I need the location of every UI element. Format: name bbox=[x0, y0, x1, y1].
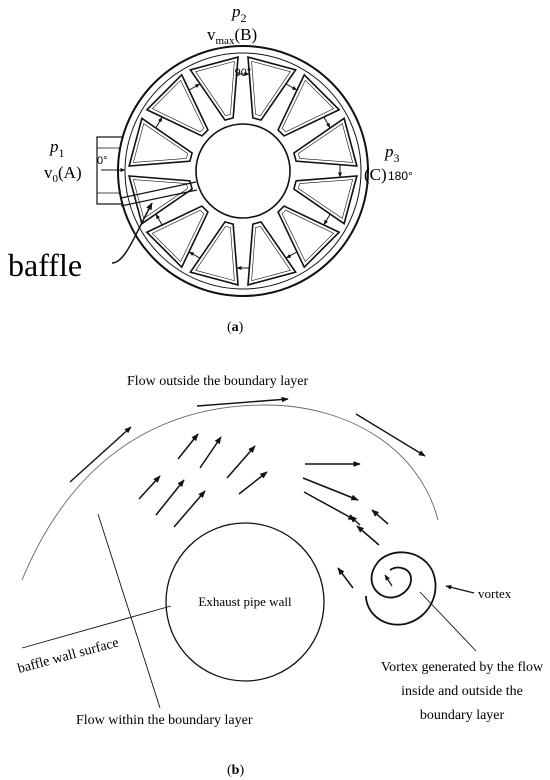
vane-block-inner bbox=[132, 179, 189, 219]
vane-block-inner bbox=[151, 209, 205, 263]
vane-block-inner bbox=[195, 225, 235, 282]
v0-label: v0(A) bbox=[44, 163, 82, 185]
baffle-plate bbox=[120, 181, 197, 199]
caption-b: (b) bbox=[227, 763, 244, 778]
baffle-label: baffle bbox=[8, 247, 82, 283]
vane-block bbox=[247, 220, 297, 286]
angle-90-label: 90° bbox=[235, 67, 252, 79]
vane-block bbox=[189, 220, 239, 286]
outside-flow-arrows bbox=[69, 396, 426, 483]
vane-block-inner bbox=[281, 79, 335, 133]
interior-flow-arrows bbox=[138, 433, 389, 589]
vortex-core-arrow bbox=[384, 574, 393, 587]
flow-outside-label: Flow outside the boundary layer bbox=[127, 374, 309, 389]
angle-180-label: 180° bbox=[388, 169, 413, 183]
flow-within-leader bbox=[97, 513, 161, 709]
flow-arrow bbox=[355, 413, 426, 457]
flow-arrow bbox=[196, 396, 289, 407]
caption-a: (a) bbox=[227, 320, 244, 335]
vane-block-inner bbox=[151, 79, 205, 133]
vane-block bbox=[292, 175, 358, 225]
flow-arrow bbox=[371, 509, 389, 525]
vane-block-inner bbox=[281, 209, 335, 263]
baffle-wall-surface-label: baffle wall surface bbox=[16, 635, 120, 676]
vane-block bbox=[277, 205, 341, 269]
p2-label: p2 bbox=[231, 2, 247, 25]
baffle-plate bbox=[120, 189, 198, 207]
p3-label: p3 bbox=[384, 142, 400, 165]
flow-within-label: Flow within the boundary layer bbox=[76, 713, 253, 728]
flow-arrow bbox=[199, 436, 222, 469]
vortex-label: vortex bbox=[478, 586, 512, 601]
vane-block bbox=[247, 56, 297, 122]
c-label: (C) bbox=[364, 165, 387, 184]
inner-pipe-circle bbox=[195, 123, 291, 219]
baffle-leader-arrow bbox=[111, 202, 153, 264]
vane-block bbox=[189, 56, 239, 122]
vane-block-inner bbox=[297, 123, 354, 163]
flow-arrow bbox=[138, 475, 161, 500]
vortex-generated-label-line2: inside and outside the bbox=[401, 684, 523, 699]
boundary-layer-curve bbox=[21, 404, 439, 581]
flow-arrow bbox=[303, 491, 356, 521]
exhaust-pipe-circle bbox=[165, 522, 325, 682]
vane-block bbox=[128, 117, 194, 167]
vane-block-inner bbox=[297, 179, 354, 219]
vane-block-inner bbox=[251, 225, 291, 282]
vortex-generated-leader bbox=[419, 591, 477, 652]
vane-flow-arrow bbox=[323, 117, 331, 129]
vane-flow-arrow bbox=[286, 83, 298, 91]
vane-block-inner bbox=[132, 123, 189, 163]
p1-label: p1 bbox=[49, 137, 65, 160]
vane-flow-arrow bbox=[155, 116, 163, 128]
vortex-pointer-arrow bbox=[445, 584, 475, 594]
vortex-generated-label-line1: Vortex generated by the flow bbox=[381, 660, 544, 675]
flow-arrow bbox=[356, 525, 380, 546]
vane-block bbox=[145, 73, 209, 137]
vmax-label: vmax(B) bbox=[207, 25, 257, 47]
vane-flow-arrow bbox=[189, 83, 201, 91]
vane-block-inner bbox=[251, 60, 291, 117]
flow-arrow bbox=[177, 433, 199, 460]
baffle-wall-leader bbox=[21, 605, 172, 649]
flow-arrow bbox=[238, 471, 268, 495]
flow-arrow bbox=[349, 515, 361, 526]
vane-block bbox=[145, 205, 209, 269]
vortex-spiral bbox=[365, 551, 437, 626]
flow-arrow bbox=[302, 477, 359, 501]
vane-block bbox=[277, 73, 341, 137]
vane-block bbox=[292, 117, 358, 167]
flow-arrow bbox=[226, 445, 256, 479]
flow-arrow bbox=[69, 426, 132, 483]
panel-b: Flow outside the boundary layer bbox=[16, 374, 544, 778]
vane-flow-arrow bbox=[285, 251, 297, 259]
flow-arrow bbox=[173, 490, 206, 528]
panel-a: p2 vmax(B) 90° p1 v0(A) 0° p3 (C) 180° b… bbox=[8, 2, 413, 335]
vortex-generated-label-line3: boundary layer bbox=[420, 708, 505, 723]
flow-arrow bbox=[337, 567, 354, 589]
vane-flow-arrow bbox=[323, 214, 331, 226]
flow-arrow bbox=[155, 479, 185, 516]
vane-block-inner bbox=[195, 60, 235, 117]
exhaust-pipe-label: Exhaust pipe wall bbox=[198, 594, 292, 609]
angle-0-label: 0° bbox=[97, 155, 108, 167]
vane-flow-arrow bbox=[188, 251, 200, 259]
vane-flow-arrow bbox=[155, 213, 163, 225]
vane-group bbox=[128, 56, 358, 286]
